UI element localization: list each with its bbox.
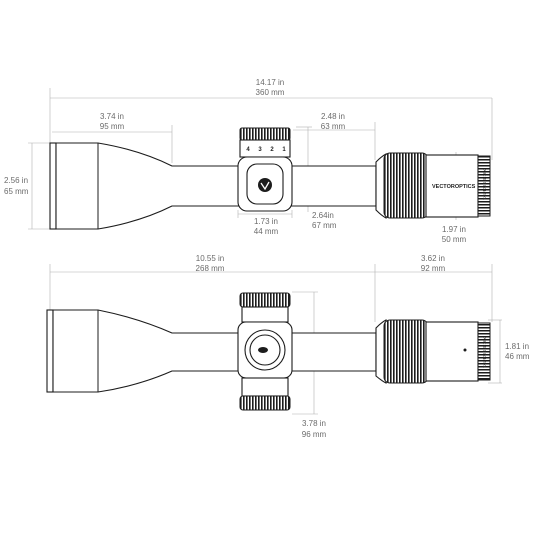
brand-logo-icon: [258, 178, 272, 192]
turret-number-3: 2: [270, 147, 274, 153]
side-eyepiece-dia-mm: 46 mm: [505, 352, 530, 361]
eye-to-mount-in: 3.62 in: [421, 254, 445, 263]
top-turret-knurl: [239, 127, 291, 141]
diopter-ring-side: [477, 322, 491, 381]
side-elevation-cap: [241, 306, 289, 323]
side-elevation-knurl: [239, 292, 291, 308]
eyepiece-length-in: 2.48 in: [321, 112, 345, 121]
brand-label-top: VECTOROPTICS: [432, 184, 476, 190]
turret-number-2: 3: [258, 147, 262, 153]
objective-front-ring: [49, 142, 57, 230]
diopter-ring-top: [477, 155, 491, 217]
eyepiece-dia-in: 1.97 in: [442, 225, 466, 234]
brand-logo-mark: [260, 181, 270, 191]
eyepiece-body: [425, 154, 479, 218]
objective-length-in: 3.74 in: [100, 112, 124, 121]
side-objective-front-ring: [46, 309, 54, 393]
side-eyepiece-dia-in: 1.81 in: [505, 342, 529, 351]
model-label-side: TAURUS 4-16x: [482, 337, 487, 368]
objective-length-mm: 95 mm: [100, 122, 125, 131]
turret-number-1: 4: [246, 147, 250, 153]
overall-length-in: 14.17 in: [256, 78, 284, 87]
magnification-ring: [383, 152, 429, 219]
turret-number-4: 1: [282, 147, 286, 153]
side-eyepiece-dot: [463, 348, 467, 352]
eyepiece-length-mm: 63 mm: [321, 122, 346, 131]
windage-logo-icon: [258, 347, 268, 353]
overall-length-mm: 360 mm: [256, 88, 285, 97]
eyepiece-dia-mm: 50 mm: [442, 235, 467, 244]
turret-width-mm: 44 mm: [254, 227, 279, 236]
side-bottom-turret-cap: [241, 377, 289, 397]
eye-to-mount-mm: 92 mm: [421, 264, 446, 273]
side-eyepiece-body: [425, 321, 479, 382]
turret-height-in: 2.64in: [312, 211, 334, 220]
side-bottom-knurl: [239, 395, 291, 411]
objective-dia-in: 2.56 in: [4, 176, 28, 185]
objective-dia-mm: 65 mm: [4, 187, 29, 196]
turret-height-mm: 67 mm: [312, 221, 337, 230]
side-magnification-ring: [383, 319, 429, 384]
turret-width-in: 1.73 in: [254, 217, 278, 226]
side-view: 10.55 in 268 mm 3.62 in 92 mm 1.81 in 46…: [46, 254, 530, 439]
model-label-top: TAURUS 4-16x: [482, 169, 487, 200]
side-objective-bell: [52, 309, 377, 393]
mount-length-in: 10.55 in: [196, 254, 224, 263]
side-turret-height-in: 3.78 in: [302, 419, 326, 428]
top-view: 14.17 in 360 mm 3.74 in 95 mm 2.48 in 63…: [4, 78, 493, 244]
mount-length-mm: 268 mm: [196, 264, 225, 273]
side-turret-height-mm: 96 mm: [302, 430, 327, 439]
